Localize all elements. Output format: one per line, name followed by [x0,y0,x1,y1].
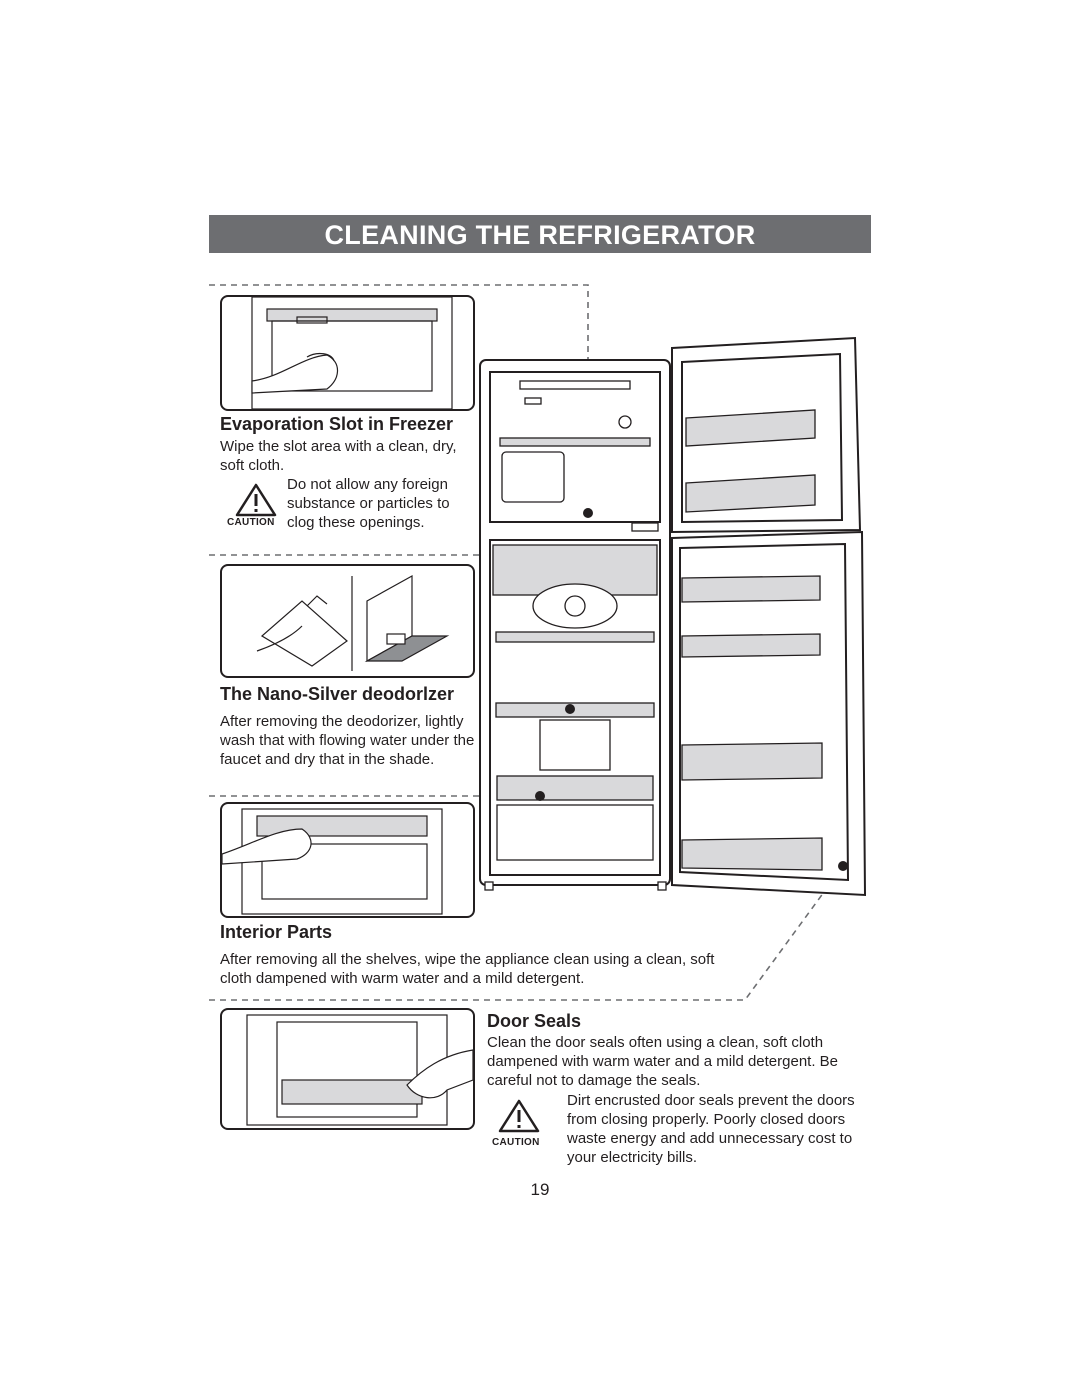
interior-body: After removing all the shelves, wipe the… [220,951,715,987]
leader-door-seals [209,865,844,1001]
evaporation-caution-text: Do not allow any foreign substance or pa… [287,476,450,531]
warning-triangle-icon-2 [498,1099,540,1133]
page-title: CLEANING THE REFRIGERATOR [209,215,871,253]
nano-body: After removing the deodorizer, lightly w… [220,713,475,768]
evaporation-caution-label: CAUTION [227,517,275,528]
door-seals-caution-label: CAUTION [492,1137,540,1148]
evaporation-heading: Evaporation Slot in Freezer [220,414,454,434]
warning-triangle-icon [235,483,277,517]
deodorizer-illustration [220,564,475,678]
door-seal-illustration [220,1008,475,1130]
page-number: 19 [530,1180,550,1199]
nano-heading: The Nano-Silver deodorlzer [220,684,455,704]
evaporation-body: Wipe the slot area with a clean, dry, so… [220,438,457,474]
evaporation-slot-illustration [220,295,475,411]
interior-parts-illustration [220,802,475,918]
interior-heading: Interior Parts [220,922,333,942]
door-seals-body: Clean the door seals often using a clean… [487,1034,839,1089]
door-seals-caution-text: Dirt encrusted door seals prevent the do… [567,1092,855,1166]
door-seals-heading: Door Seals [487,1011,582,1031]
